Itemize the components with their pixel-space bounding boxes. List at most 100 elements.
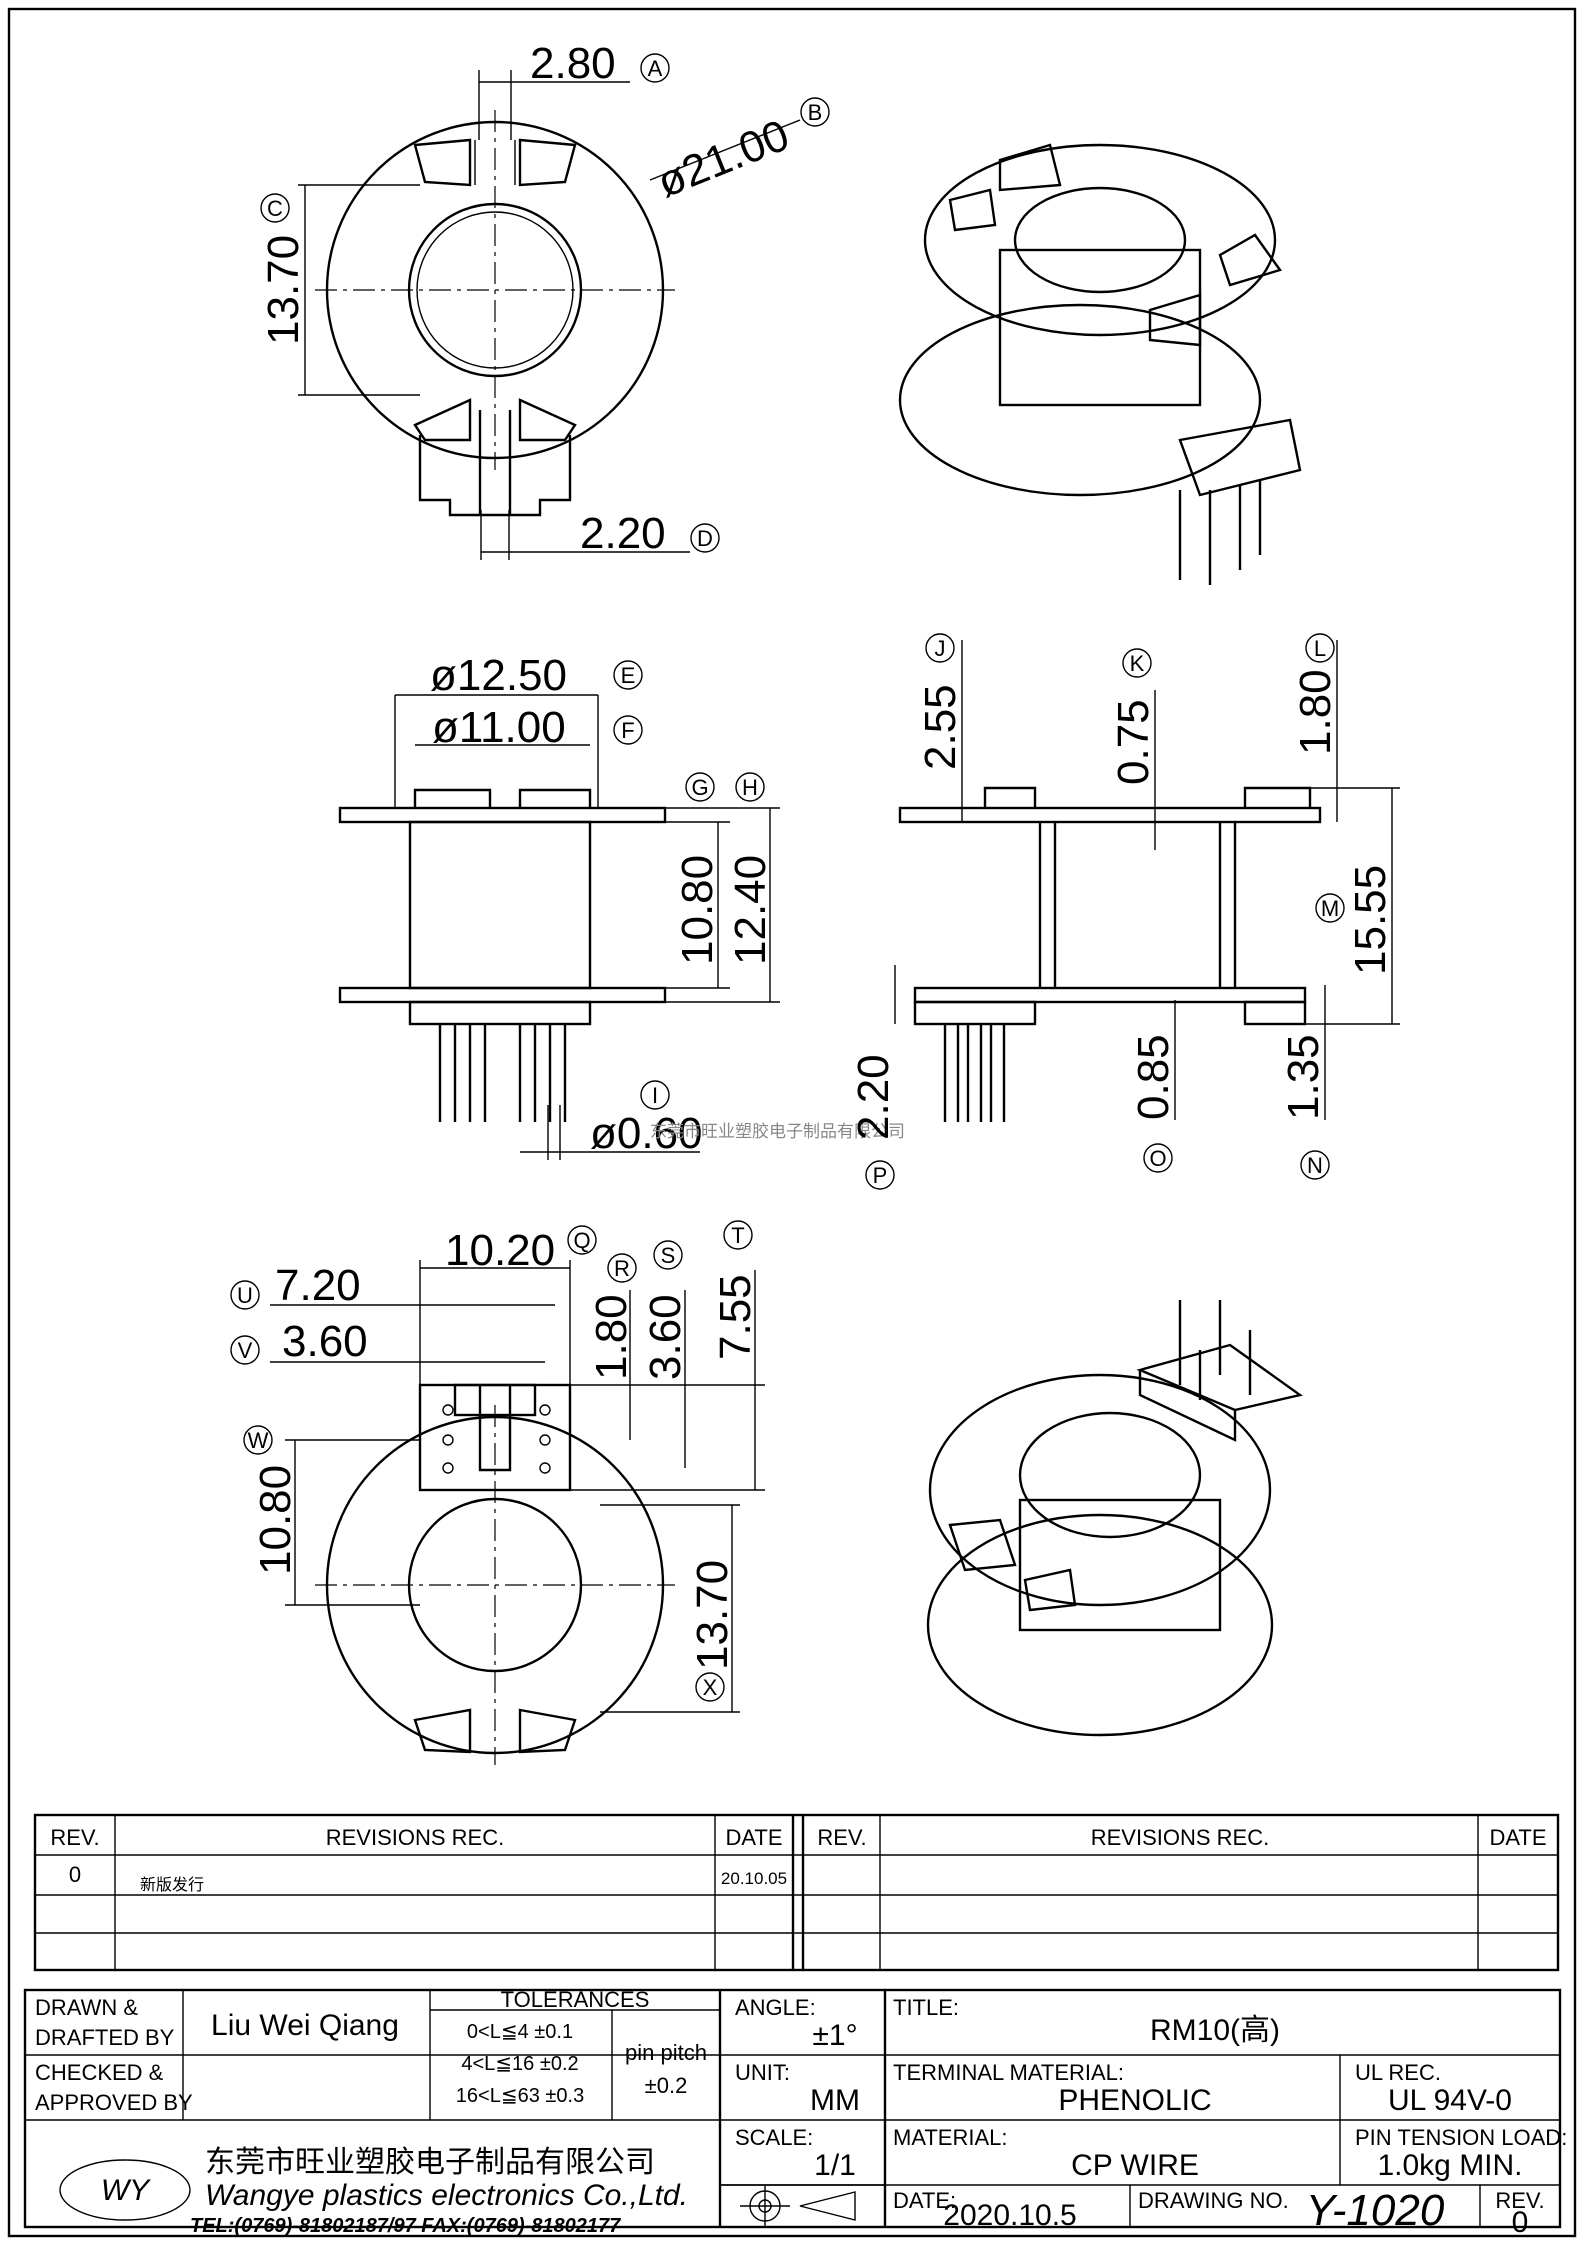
terminal-label: TERMINAL MATERIAL: [893, 2060, 1124, 2085]
ref-F: F [621, 718, 634, 743]
rev-header-rec: REVISIONS REC. [326, 1825, 504, 1850]
drawn-label-2: DRAFTED BY [35, 2025, 175, 2050]
dim-top-2-80: 2.80 [530, 39, 616, 88]
tolerance-1: 0<L≦4 ±0.1 [467, 2021, 573, 2043]
ref-J: J [935, 636, 946, 661]
ref-L: L [1314, 636, 1326, 661]
dim-top-dia-21: ø21.00 [650, 111, 795, 208]
dim-bot-13-70: 13.70 [688, 1560, 737, 1670]
rev-header-date-2: DATE [1489, 1825, 1546, 1850]
checked-label-1: CHECKED & [35, 2060, 164, 2085]
pin-tension-label: PIN TENSION LOAD: [1355, 2125, 1567, 2150]
ref-M: M [1321, 896, 1339, 921]
ref-U: U [237, 1283, 253, 1308]
ref-G: G [691, 775, 708, 800]
ref-O: O [1149, 1146, 1166, 1171]
rev-label: REV. [1495, 2188, 1544, 2213]
rev-row-rec: 新版发行 [140, 1876, 204, 1894]
ref-D: D [697, 526, 713, 551]
material-label: MATERIAL: [893, 2125, 1008, 2150]
pin-tension-value: 1.0kg MIN. [1377, 2149, 1522, 2182]
scale-value: 1/1 [814, 2149, 856, 2182]
dim-bot-1-80: 1.80 [587, 1294, 636, 1380]
material-value: CP WIRE [1071, 2149, 1199, 2182]
pin-pitch-label: pin pitch [625, 2040, 707, 2065]
iso-view-top [898, 143, 1302, 585]
ref-S: S [661, 1243, 676, 1268]
tolerance-2: 4<L≦16 ±0.2 [461, 2053, 578, 2075]
revisions-table: REV. REVISIONS REC. DATE REV. REVISIONS … [33, 1813, 1560, 1972]
dim-sec-15-55: 15.55 [1346, 865, 1395, 975]
dim-bot-7-55: 7.55 [711, 1274, 760, 1360]
drawing-no-label: DRAWING NO. [1138, 2188, 1289, 2213]
unit-value: MM [810, 2084, 860, 2117]
drawn-label-1: DRAWN & [35, 1995, 138, 2020]
title-value: RM10(高) [1150, 2014, 1280, 2047]
unit-label: UNIT: [735, 2060, 790, 2085]
dim-side-dia-0-60: ø0.60 [590, 1109, 703, 1158]
rev-header-date: DATE [725, 1825, 782, 1850]
projection-symbol-icon [740, 2186, 856, 2226]
rev-row-rev: 0 [69, 1862, 81, 1887]
dim-sec-1-35: 1.35 [1279, 1034, 1328, 1120]
dim-bot-7-20: 7.20 [275, 1261, 361, 1310]
dim-bot-10-20: 10.20 [445, 1226, 555, 1275]
dim-sec-0-75: 0.75 [1109, 699, 1158, 785]
iso-view-bottom [926, 1300, 1303, 1737]
ref-X: X [703, 1675, 718, 1700]
ref-T: T [731, 1223, 744, 1248]
drawing-no-value: Y-1020 [1306, 2186, 1445, 2235]
dim-sec-2-55: 2.55 [916, 684, 965, 770]
rev-header-rev-2: REV. [817, 1825, 866, 1850]
ref-N: N [1307, 1153, 1323, 1178]
ref-B: B [808, 100, 823, 125]
ref-I: I [652, 1083, 658, 1108]
title-label: TITLE: [893, 1995, 959, 2020]
ref-H: H [742, 775, 758, 800]
rev-value: 0 [1512, 2206, 1529, 2239]
dim-sec-1-80: 1.80 [1291, 669, 1340, 755]
tolerance-3: 16<L≦63 ±0.3 [456, 2085, 584, 2107]
company-name-en: Wangye plastics electronics Co.,Ltd. [205, 2179, 688, 2212]
ul-value: UL 94V-0 [1388, 2084, 1512, 2117]
dim-top-2-20: 2.20 [580, 509, 666, 558]
company-name-cn: 东莞市旺业塑胶电子制品有限公司 [205, 2146, 655, 2179]
dim-sec-0-85: 0.85 [1129, 1034, 1178, 1120]
watermark: 东莞市旺业塑胶电子制品有限公司 [650, 1122, 905, 1141]
rev-row-date: 20.10.05 [721, 1869, 787, 1888]
dim-side-dia-11-00: ø11.00 [432, 703, 566, 752]
ref-E: E [621, 663, 636, 688]
date-value: 2020.10.5 [943, 2199, 1076, 2232]
company-logo-text: WY [101, 2174, 151, 2207]
ref-R: R [614, 1256, 630, 1281]
dim-top-13-70: 13.70 [259, 235, 308, 345]
title-block: DRAWN & DRAFTED BY Liu Wei Qiang CHECKED… [23, 1987, 1567, 2239]
section-view: 2.55 J 0.75 K 1.80 L 15.55 M 2.20 P 0.85… [849, 633, 1400, 1190]
side-view: ø12.50 E ø11.00 F G H 10.80 12.40 ø0.60 … [338, 651, 780, 1160]
rev-header-rev: REV. [50, 1825, 99, 1850]
ref-K: K [1130, 651, 1145, 676]
ref-P: P [873, 1163, 888, 1188]
ref-Q: Q [573, 1228, 590, 1253]
ref-A: A [648, 56, 663, 81]
bottom-view: 10.20 Q 7.20 U 3.60 V 1.80 R 3.60 S 7.55… [230, 1220, 765, 1765]
drawn-by-value: Liu Wei Qiang [211, 2009, 399, 2042]
angle-value: ±1° [812, 2019, 857, 2052]
checked-label-2: APPROVED BY [35, 2090, 193, 2115]
ref-V: V [238, 1338, 253, 1363]
dim-side-10-80: 10.80 [673, 855, 722, 965]
dim-bot-10-80: 10.80 [251, 1465, 300, 1575]
ref-C: C [267, 196, 283, 221]
date-label: DATE: [893, 2188, 956, 2213]
sheet-border [7, 7, 1577, 2238]
pin-pitch-value: ±0.2 [645, 2073, 688, 2098]
ul-label: UL REC. [1355, 2060, 1441, 2085]
top-view: 2.80 A ø21.00 B 13.70 C 2.20 D [259, 39, 830, 560]
ref-W: W [248, 1428, 269, 1453]
rev-header-rec-2: REVISIONS REC. [1091, 1825, 1269, 1850]
angle-label: ANGLE: [735, 1995, 816, 2020]
terminal-value: PHENOLIC [1058, 2084, 1211, 2117]
dim-bot-3-60-right: 3.60 [641, 1294, 690, 1380]
dim-bot-3-60-left: 3.60 [282, 1317, 368, 1366]
